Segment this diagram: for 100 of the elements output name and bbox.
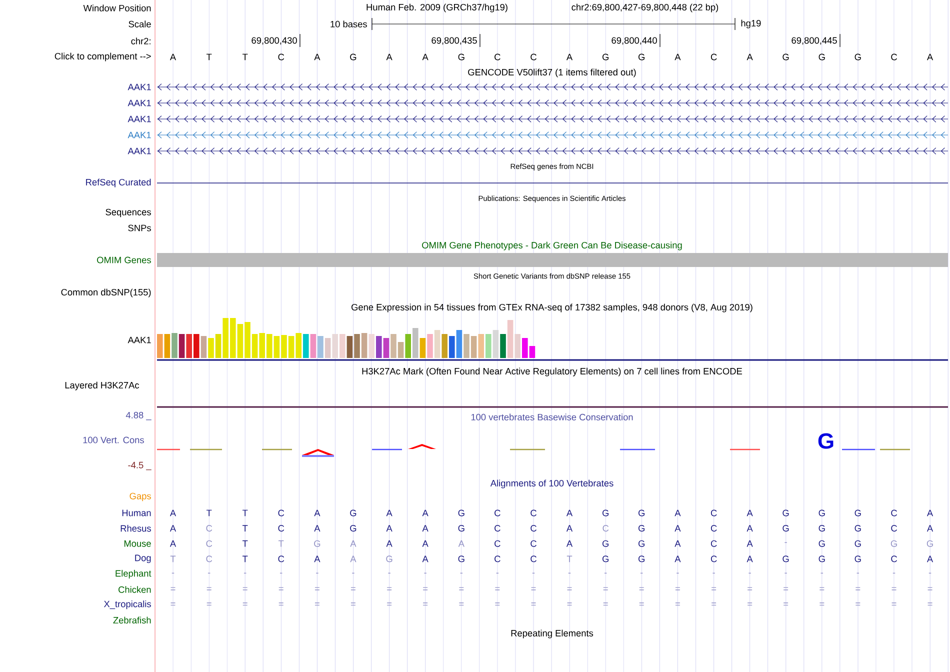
base-letter: G (854, 54, 861, 60)
assembly-label: Human Feb. 2009 (GRCh37/hg19) (366, 4, 508, 12)
alignment-base: - (424, 572, 426, 574)
alignment-base: A (566, 510, 573, 516)
alignment-base: = (856, 602, 860, 606)
alignment-base: - (712, 572, 715, 574)
alignment-base: = (206, 587, 212, 590)
alignment-base: A (746, 556, 753, 562)
base-letter: G (350, 54, 356, 60)
alignment-base: G (782, 525, 789, 532)
position-range-label: chr2:69,800,427-69,800,448 (22 bp) (572, 4, 718, 12)
alignment-base: G (386, 556, 392, 562)
alignment-base: C (494, 556, 500, 562)
alignment-base: = (242, 602, 248, 606)
base-letter: A (566, 54, 573, 60)
alignment-base: - (316, 572, 318, 574)
alignment-base: C (891, 556, 897, 562)
alignment-base: = (820, 602, 824, 606)
base-letter: G (782, 54, 789, 60)
alignment-base: = (531, 587, 536, 590)
alignment-base: G (350, 525, 356, 532)
row-label: chr2: (131, 38, 150, 44)
alignment-base: G (638, 540, 644, 547)
alignment-base: = (387, 602, 392, 606)
alignment-base: = (350, 602, 356, 606)
row-label: Scale (128, 20, 151, 28)
alignment-base: G (854, 540, 861, 547)
alignment-base: - (496, 572, 499, 574)
alignment-base: A (926, 510, 934, 516)
coordinate-label: 69,800,445 (792, 37, 837, 45)
alignment-base: G (638, 510, 644, 516)
alignment-base: = (314, 602, 320, 606)
species-label: Elephant (116, 570, 152, 578)
track-title: Repeating Elements (511, 630, 594, 638)
alignment-base: - (604, 572, 607, 574)
alignment-base: - (532, 572, 535, 574)
track-label: SNPs (128, 224, 151, 232)
alignment-base: A (314, 510, 320, 516)
track-title: OMIM Gene Phenotypes - Dark Green Can Be Disease-causing (422, 242, 682, 250)
axis-label: 4.88 _ (126, 412, 152, 420)
alignment-base: T (242, 540, 248, 547)
species-label: Rhesus (120, 524, 151, 532)
alignment-base: C (602, 525, 609, 532)
base-letter: A (422, 54, 428, 60)
alignment-base: - (388, 572, 390, 574)
alignment-base: A (566, 525, 573, 532)
alignment-base: = (820, 587, 824, 590)
coordinate-label: 69,800,435 (432, 37, 477, 45)
alignment-base: = (712, 602, 716, 606)
track-label: Gaps (130, 492, 151, 502)
alignment-base: = (784, 587, 788, 590)
alignment-base: = (495, 602, 500, 606)
base-letter: T (206, 54, 212, 60)
alignment-base: A (170, 525, 176, 532)
alignment-base: G (782, 556, 789, 562)
alignment-base: = (928, 587, 932, 590)
alignment-base: - (928, 572, 932, 574)
alignment-base: A (422, 525, 428, 532)
alignment-base: - (784, 572, 787, 574)
alignment-base: - (172, 572, 174, 574)
alignment-base: T (242, 525, 248, 532)
alignment-base: A (674, 540, 681, 547)
alignment-base: = (675, 587, 680, 590)
alignment-base: C (530, 556, 536, 562)
alignment-base: - (784, 542, 787, 543)
alignment-base: = (423, 602, 428, 606)
alignment-base: C (530, 525, 536, 532)
alignment-base: C (530, 540, 536, 547)
species-label: Human (122, 510, 151, 516)
base-letter: C (530, 54, 536, 60)
scale-label: 10 bases (330, 20, 367, 28)
alignment-base: T (242, 556, 248, 562)
track-label: Sequences (106, 208, 151, 218)
alignment-base: G (638, 556, 644, 562)
alignment-base: - (208, 572, 210, 574)
alignment-base: C (494, 525, 500, 532)
alignment-base: - (280, 572, 282, 574)
alignment-base: A (170, 540, 176, 547)
alignment-base: = (531, 602, 536, 606)
row-label: Click to complement --> (54, 52, 151, 62)
alignment-base: C (710, 510, 717, 516)
track-label: Common dbSNP(155) (61, 288, 151, 298)
alignment-base: - (568, 572, 571, 574)
alignment-base: = (495, 587, 500, 590)
alignment-base: - (352, 572, 354, 574)
alignment-base: = (892, 602, 896, 606)
gene-label: AAK1 (128, 336, 151, 344)
gene-label: AAK1 (128, 148, 151, 154)
alignment-base: A (566, 540, 573, 547)
alignment-base: = (350, 587, 356, 590)
alignment-base: = (748, 587, 752, 590)
alignment-base: G (458, 556, 464, 562)
alignment-base: = (459, 587, 464, 590)
base-letter: C (891, 54, 897, 60)
alignment-base: = (639, 587, 644, 590)
alignment-base: C (710, 525, 717, 532)
alignment-base: - (748, 572, 751, 574)
alignment-base: A (674, 556, 681, 562)
base-letter: T (242, 54, 248, 60)
alignment-base: A (674, 510, 681, 516)
